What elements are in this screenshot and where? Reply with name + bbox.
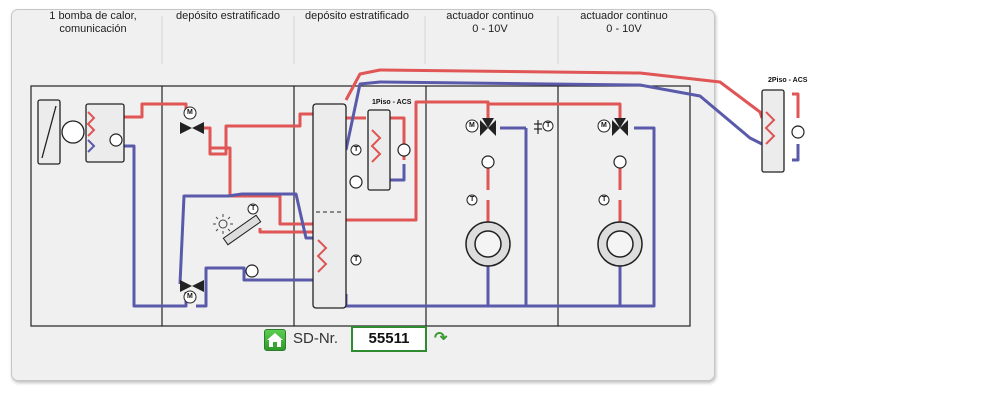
schematic-frame <box>30 85 691 327</box>
sensor-icon: T <box>602 196 607 203</box>
column-header-stratified-tank-2: depósito estratificado <box>305 10 409 22</box>
sd-number-field[interactable]: 55511 <box>351 326 427 352</box>
solar-collector <box>213 203 262 278</box>
supply-pipes <box>124 68 800 234</box>
motor-icon: M <box>469 122 475 129</box>
column-header-heat-pump: 1 bomba de calor, comunicación <box>49 10 137 35</box>
sensor-icon: T <box>251 205 256 212</box>
column-header-actuator-2: actuador continuo 0 - 10V <box>580 10 668 35</box>
pump-icon <box>109 133 123 147</box>
heat-pump <box>37 99 125 165</box>
motor-icon: M <box>187 293 193 300</box>
heating-circuit-2 <box>597 118 643 267</box>
schematic-panel <box>11 9 715 381</box>
motor-icon: M <box>187 109 193 116</box>
return-pipes <box>124 80 800 308</box>
column-header-actuator-1: actuador continuo 0 - 10V <box>446 10 534 35</box>
dhw-tank-1piso <box>367 109 411 191</box>
sensor-icon: T <box>354 256 359 263</box>
mixing-valve-lower <box>180 280 204 304</box>
home-icon <box>267 333 283 347</box>
home-button[interactable] <box>264 329 286 351</box>
sensor-icon: T <box>470 196 475 203</box>
header-separators <box>161 16 559 64</box>
refresh-icon[interactable]: ↷ <box>434 330 448 347</box>
mixing-valve-upper <box>180 106 204 134</box>
column-header-stratified-tank-1: depósito estratificado <box>176 10 280 22</box>
tank-label-1piso: 1Piso - ACS <box>372 99 412 106</box>
motor-icon: M <box>601 122 607 129</box>
heating-circuit-1 <box>465 118 554 267</box>
sensor-icon: T <box>354 146 359 153</box>
sensor-icon: T <box>546 122 551 129</box>
stratified-tank <box>312 103 363 309</box>
dhw-tank-2piso <box>761 89 805 173</box>
tank-label-2piso: 2Piso - ACS <box>768 77 808 84</box>
sd-label: SD-Nr. <box>293 330 338 347</box>
